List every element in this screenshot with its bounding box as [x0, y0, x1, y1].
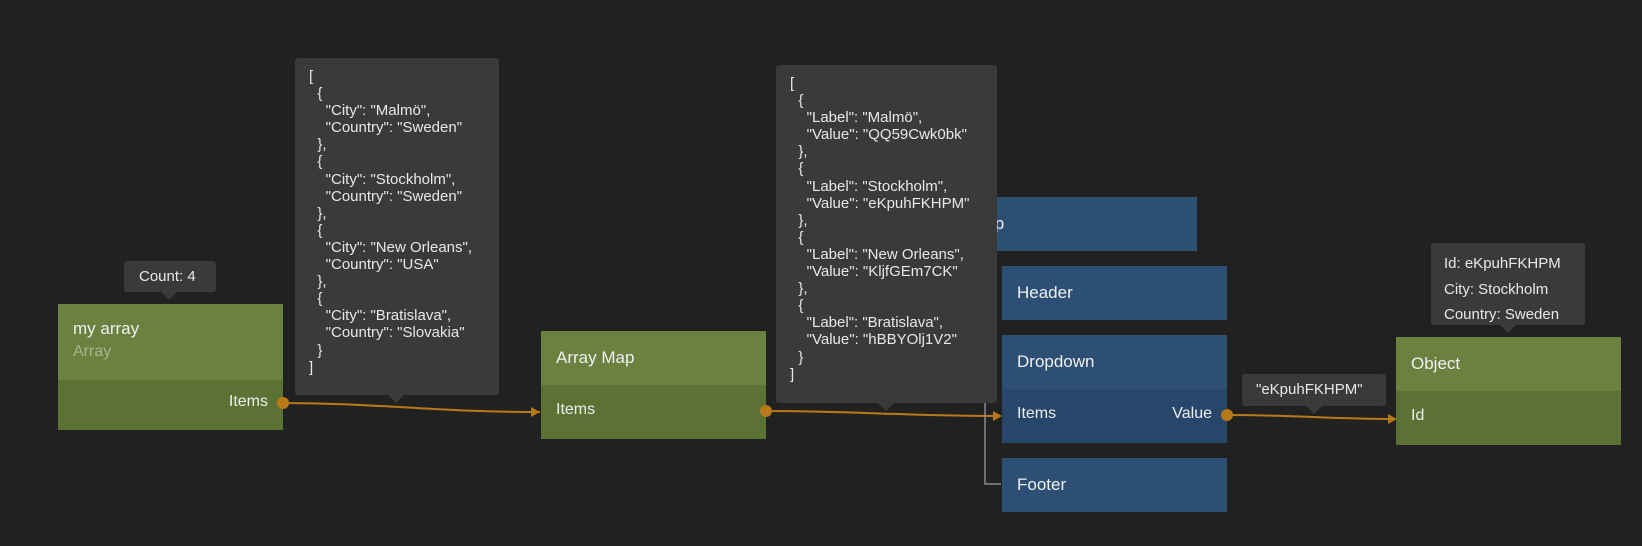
- value-tooltip-pointer: [1306, 406, 1322, 414]
- map-json-tooltip-overlay: [ { "Label": "Malmö", "Value": "QQ59Cwk0…: [776, 65, 997, 403]
- map-json-tooltip-pointer: [878, 403, 894, 411]
- object-id-line: Id: eKpuhFKHPM: [1444, 255, 1561, 272]
- items-output-port[interactable]: [277, 397, 289, 409]
- footer-node[interactable]: Footer: [1002, 458, 1227, 512]
- node-title: Object: [1411, 354, 1461, 373]
- object-country-line: Country: Sweden: [1444, 306, 1560, 323]
- node-title: my array: [73, 319, 140, 338]
- input-port-label: Id: [1411, 407, 1425, 424]
- output-port-label: Items: [228, 393, 268, 410]
- input-port-label: Items: [556, 401, 596, 418]
- wire-dropdown-to-object: [1226, 414, 1396, 420]
- my-array-node[interactable]: my array Array Items: [58, 304, 283, 430]
- node-title: Header: [1017, 283, 1073, 302]
- wire-map-to-dropdown: [765, 410, 1001, 417]
- count-tooltip: Count: 4: [124, 261, 216, 292]
- dropdown-value-output-port[interactable]: [1221, 409, 1233, 421]
- object-city-line: City: Stockholm: [1444, 280, 1549, 298]
- header-node[interactable]: Header: [1002, 266, 1227, 320]
- dropdown-node[interactable]: Dropdown Items Value: [1002, 335, 1227, 443]
- array-json-tooltip-pointer: [388, 395, 404, 403]
- count-tooltip-pointer: [161, 292, 177, 300]
- node-subtitle: Array: [73, 343, 112, 360]
- wire-arrow-map: [531, 407, 540, 417]
- output-port-label: Value: [1172, 405, 1212, 422]
- value-text: "eKpuhFKHPM": [1256, 381, 1363, 398]
- wire-arrow-dropdown: [993, 411, 1002, 421]
- wire-array-to-map: [281, 402, 541, 413]
- object-tooltip-pointer: [1500, 325, 1516, 333]
- group-node[interactable]: Group: [972, 197, 1197, 251]
- node-title: Footer: [1017, 475, 1067, 494]
- array-json-tooltip: [ { "City": "Malmö", "Country": "Sweden"…: [295, 58, 499, 395]
- array-json-text: [ { "City": "Malmö", "Country": "Sweden"…: [309, 68, 473, 376]
- input-port-label: Items: [1017, 405, 1057, 422]
- value-tooltip: "eKpuhFKHPM": [1242, 374, 1386, 406]
- array-map-node[interactable]: Array Map Items: [541, 331, 766, 439]
- map-json-text-overlay: [ { "Label": "Malmö", "Value": "QQ59Cwk0…: [790, 75, 970, 383]
- array-map-output-port[interactable]: [760, 405, 772, 417]
- node-title: Array Map: [556, 348, 635, 367]
- object-tooltip: Id: eKpuhFKHPM City: Stockholm Country: …: [1431, 243, 1585, 325]
- object-node[interactable]: Object Id: [1396, 337, 1621, 445]
- count-text: Count: 4: [139, 268, 196, 285]
- node-title: Dropdown: [1017, 352, 1095, 371]
